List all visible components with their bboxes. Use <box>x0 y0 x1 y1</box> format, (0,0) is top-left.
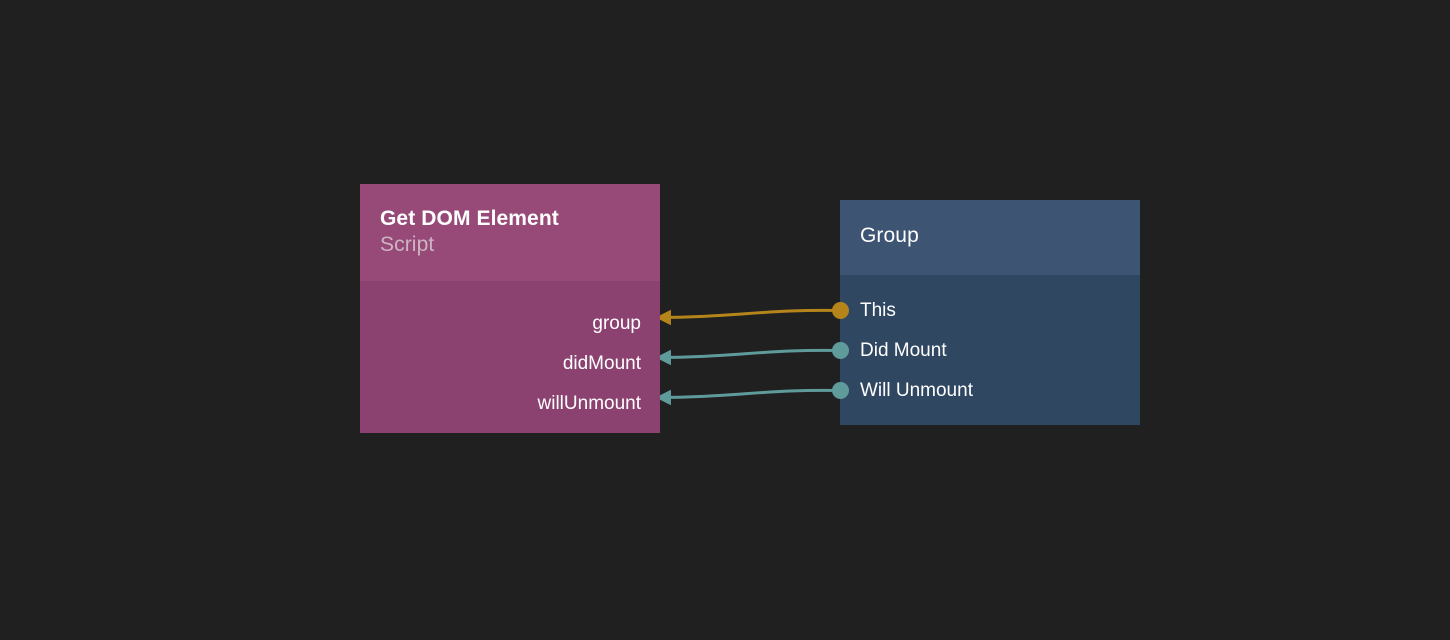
node-header-group[interactable]: Group <box>840 200 1140 275</box>
node-get-dom-element[interactable]: Get DOM Element Script group didMount wi… <box>360 184 660 433</box>
input-port-group[interactable]: group <box>592 313 641 334</box>
output-port-this[interactable]: This <box>860 300 896 321</box>
port-dot-did-mount[interactable] <box>832 342 849 359</box>
connection-this-to-group <box>655 308 841 326</box>
node-body-get-dom-element: group didMount willUnmount <box>360 281 660 433</box>
output-port-did-mount[interactable]: Did Mount <box>860 340 947 361</box>
node-title: Get DOM Element <box>380 207 559 230</box>
input-port-willunmount[interactable]: willUnmount <box>537 393 641 414</box>
node-group[interactable]: Group This Did Mount Will Unmount <box>840 200 1140 425</box>
connection-didmount-to-didmount <box>655 348 841 366</box>
input-port-didmount[interactable]: didMount <box>562 353 641 374</box>
node-title: Group <box>860 224 919 247</box>
output-port-will-unmount[interactable]: Will Unmount <box>860 380 973 401</box>
node-header-get-dom-element[interactable]: Get DOM Element Script <box>360 184 660 281</box>
connection-willunmount-to-willunmount <box>655 388 841 406</box>
node-body-group: This Did Mount Will Unmount <box>840 275 1140 425</box>
port-dot-this[interactable] <box>832 302 849 319</box>
port-dot-will-unmount[interactable] <box>832 382 849 399</box>
node-subtitle: Script <box>380 233 435 256</box>
